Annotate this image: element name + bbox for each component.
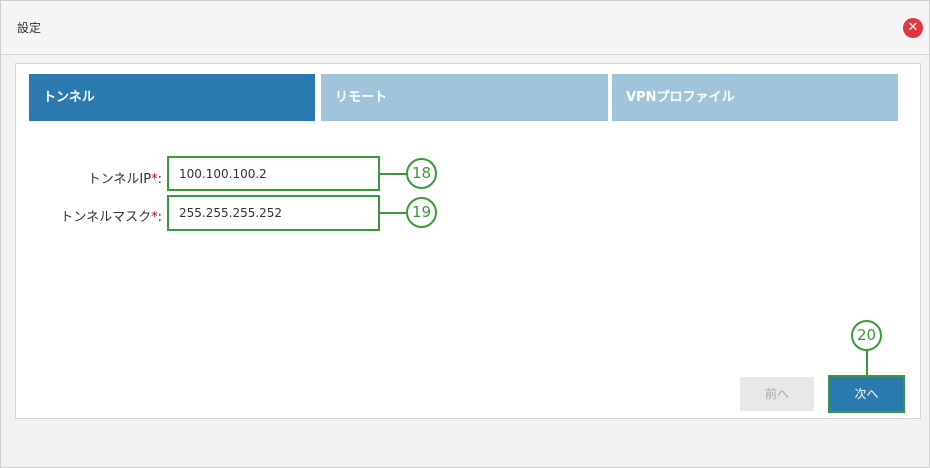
next-button-highlight: 次へ: [828, 375, 905, 413]
next-button[interactable]: 次へ: [854, 387, 879, 401]
tunnel-ip-field-highlight: [167, 156, 380, 191]
tunnel-mask-label: トンネルマスク*:: [60, 210, 162, 225]
tab-vpn-profile[interactable]: VPNプロファイル: [612, 74, 898, 121]
dialog-content: トンネル リモート VPNプロファイル トンネルIP*: トンネルマスク*: 1…: [15, 63, 921, 419]
callout-connector: [866, 351, 868, 376]
tab-remote[interactable]: リモート: [321, 74, 608, 121]
tunnel-mask-field-highlight: [167, 195, 380, 231]
tunnel-mask-input[interactable]: [169, 197, 378, 229]
required-mark: *: [151, 210, 158, 225]
tab-tunnel[interactable]: トンネル: [29, 74, 315, 121]
prev-button[interactable]: 前へ: [740, 377, 814, 411]
callout-connector: [380, 173, 408, 175]
callout-20: 20: [851, 320, 882, 351]
dialog-title: 設定: [17, 21, 42, 35]
tunnel-ip-input[interactable]: [169, 158, 378, 189]
required-mark: *: [151, 172, 158, 187]
dialog-titlebar: 設定 ✕: [1, 1, 929, 55]
tunnel-ip-label: トンネルIP*:: [87, 172, 162, 187]
callout-19: 19: [406, 197, 437, 228]
callout-connector: [380, 212, 408, 214]
callout-18: 18: [406, 158, 437, 189]
close-icon[interactable]: ✕: [903, 18, 923, 38]
